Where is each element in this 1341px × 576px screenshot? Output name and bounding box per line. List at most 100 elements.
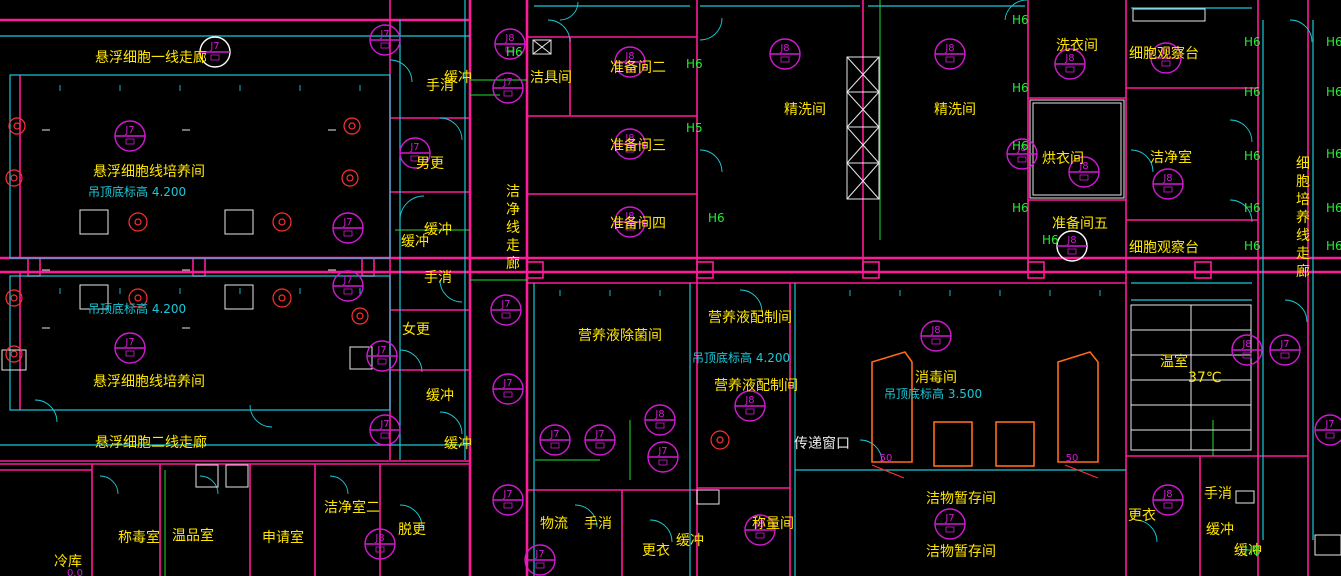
equipment-tag: J8 bbox=[1150, 42, 1182, 74]
grid-mark: H6 bbox=[1326, 35, 1341, 49]
room-label: 男更 bbox=[416, 156, 444, 172]
equipment-tag: J8 bbox=[614, 46, 646, 78]
equipment-tag: J8 bbox=[494, 28, 526, 60]
room-label: 细胞观察台 bbox=[1129, 239, 1199, 256]
room-label: 更衣 bbox=[1128, 508, 1156, 524]
grid-mark: H6 bbox=[1042, 233, 1059, 247]
room-label: 悬浮细胞一线走廊 bbox=[95, 49, 207, 66]
room-label: 营养液配制间 bbox=[714, 378, 798, 394]
grid-mark: H5 bbox=[686, 121, 703, 135]
grid-mark: H6 bbox=[506, 45, 523, 59]
equipment-tag-label: J8 bbox=[624, 133, 634, 144]
room-label: 缓冲 bbox=[424, 222, 452, 238]
room-label: 手消 bbox=[1204, 486, 1232, 502]
equipment-tag-label: J8 bbox=[1064, 53, 1074, 64]
ceiling-height-note: 吊顶底标高 4.200 bbox=[88, 301, 186, 316]
equipment-tag-label: J7 bbox=[549, 429, 559, 440]
equipment-tag: J8 bbox=[1068, 156, 1100, 188]
room-label: 称毒室 bbox=[118, 529, 160, 546]
equipment-tag: J8 bbox=[644, 404, 676, 436]
equipment-tag-label: J7 bbox=[376, 345, 386, 356]
grid-mark: H8 bbox=[1244, 544, 1261, 558]
equipment-tag: J8 bbox=[1006, 138, 1038, 170]
sterilizer-cabinets bbox=[871, 351, 1099, 479]
room-label: 女更 bbox=[402, 321, 430, 338]
equipment-tag: J8 bbox=[614, 206, 646, 238]
equipment-tag-label: J7 bbox=[1324, 419, 1334, 430]
equipment-tag: J7 bbox=[492, 484, 524, 516]
equipment-tag: J7 bbox=[369, 24, 401, 56]
equipment-tag: J7 bbox=[490, 294, 522, 326]
equipment-tag-label: J7 bbox=[379, 29, 389, 40]
equipment-tag-label: J8 bbox=[1162, 489, 1172, 500]
room-label: 洗衣间 bbox=[1056, 38, 1098, 54]
room-label: 准备间五 bbox=[1052, 215, 1108, 232]
equipment-tag: J7 bbox=[332, 212, 364, 244]
grid-mark: H6 bbox=[1244, 149, 1261, 163]
room-label: 悬浮细胞线培养间 bbox=[93, 164, 205, 180]
equipment-tag: J8 bbox=[744, 514, 776, 546]
equipment-tag: J7 bbox=[492, 373, 524, 405]
room-label: 精洗间 bbox=[934, 102, 976, 118]
equipment-tag: J7 bbox=[1269, 334, 1301, 366]
equipment-tag-label: J8 bbox=[744, 395, 754, 406]
grid-mark: H6 bbox=[1244, 35, 1261, 49]
room-label: 洁净室 bbox=[1150, 149, 1192, 166]
equipment-tag-label: J8 bbox=[624, 51, 634, 62]
equipment-tag: J8 bbox=[920, 320, 952, 352]
equipment-tag: J8 bbox=[769, 38, 801, 70]
room-label: 准备间四 bbox=[610, 215, 666, 232]
equipment-tag: J8 bbox=[1054, 48, 1086, 80]
equipment-tag-label: J8 bbox=[504, 33, 514, 44]
equipment-tag-label: J8 bbox=[754, 519, 764, 530]
room-label: 消毒间 bbox=[915, 370, 957, 386]
room-label: 称量间 bbox=[752, 516, 794, 532]
equipment-tag: J7 bbox=[332, 270, 364, 302]
equipment-tag-label: J8 bbox=[1241, 339, 1251, 350]
equipment-tag: J7 bbox=[399, 137, 431, 169]
temperature-note: 37℃ bbox=[1188, 370, 1222, 386]
room-label: 缓冲 bbox=[1206, 522, 1234, 538]
room-label: 准备间三 bbox=[610, 137, 666, 154]
green-fixtures bbox=[164, 0, 1214, 576]
equipment-tag-label: J8 bbox=[654, 409, 664, 420]
equipment-tag-label: J7 bbox=[379, 419, 389, 430]
grid-mark: H6 bbox=[1012, 13, 1029, 27]
room-label: 缓冲 bbox=[401, 234, 429, 250]
equipment-tag-label: J7 bbox=[1279, 339, 1289, 350]
room-label: 细胞观察台 bbox=[1129, 45, 1199, 62]
room-label-layer: 悬浮细胞一线走廊 悬浮细胞线培养间 悬浮细胞线培养间 悬浮细胞二线走廊 缓冲 手… bbox=[54, 38, 1262, 570]
room-label: 缓冲 bbox=[426, 388, 454, 404]
grid-mark: H6 bbox=[1244, 85, 1261, 99]
room-label: 冷库 bbox=[54, 554, 82, 570]
room-label: 手消 bbox=[426, 78, 454, 94]
grid-mark: H6 bbox=[1326, 201, 1341, 215]
equipment-blocks bbox=[1, 8, 1341, 556]
equipment-tag: J8 bbox=[1152, 168, 1184, 200]
equipment-tag: J7 bbox=[539, 424, 571, 456]
equipment-tag-label: J8 bbox=[1066, 235, 1076, 246]
equipment-tag-label: J7 bbox=[342, 217, 352, 228]
equipment-tag-label: J8 bbox=[1160, 47, 1170, 58]
equipment-tag: J7 bbox=[524, 544, 556, 576]
equipment-tag-label: J7 bbox=[944, 513, 954, 524]
equipment-tag: J7 bbox=[366, 340, 398, 372]
equipment-tag-label: J7 bbox=[534, 549, 544, 560]
ceiling-height-note: 吊顶底标高 3.500 bbox=[884, 386, 982, 401]
equipment-tag-label: J8 bbox=[374, 533, 384, 544]
room-label: 洁物暂存间 bbox=[926, 544, 996, 560]
dimension-note: 50 bbox=[1066, 453, 1079, 464]
grid-mark: H6 bbox=[1012, 139, 1029, 153]
equipment-tag-label: J8 bbox=[779, 43, 789, 54]
grid-mark: H6 bbox=[1244, 239, 1261, 253]
room-label: 缓冲 bbox=[444, 70, 472, 86]
ceiling-height-note: 吊顶底标高 4.200 bbox=[88, 184, 186, 199]
equipment-tag-label: J7 bbox=[502, 378, 512, 389]
grid-mark: H6 bbox=[1012, 81, 1029, 95]
equipment-tag: J8 bbox=[614, 128, 646, 160]
equipment-tag: J8 bbox=[364, 528, 396, 560]
room-label: 缓冲 bbox=[444, 436, 472, 452]
equipment-tag-label: J7 bbox=[124, 125, 134, 136]
grid-mark: H6 bbox=[686, 57, 703, 71]
